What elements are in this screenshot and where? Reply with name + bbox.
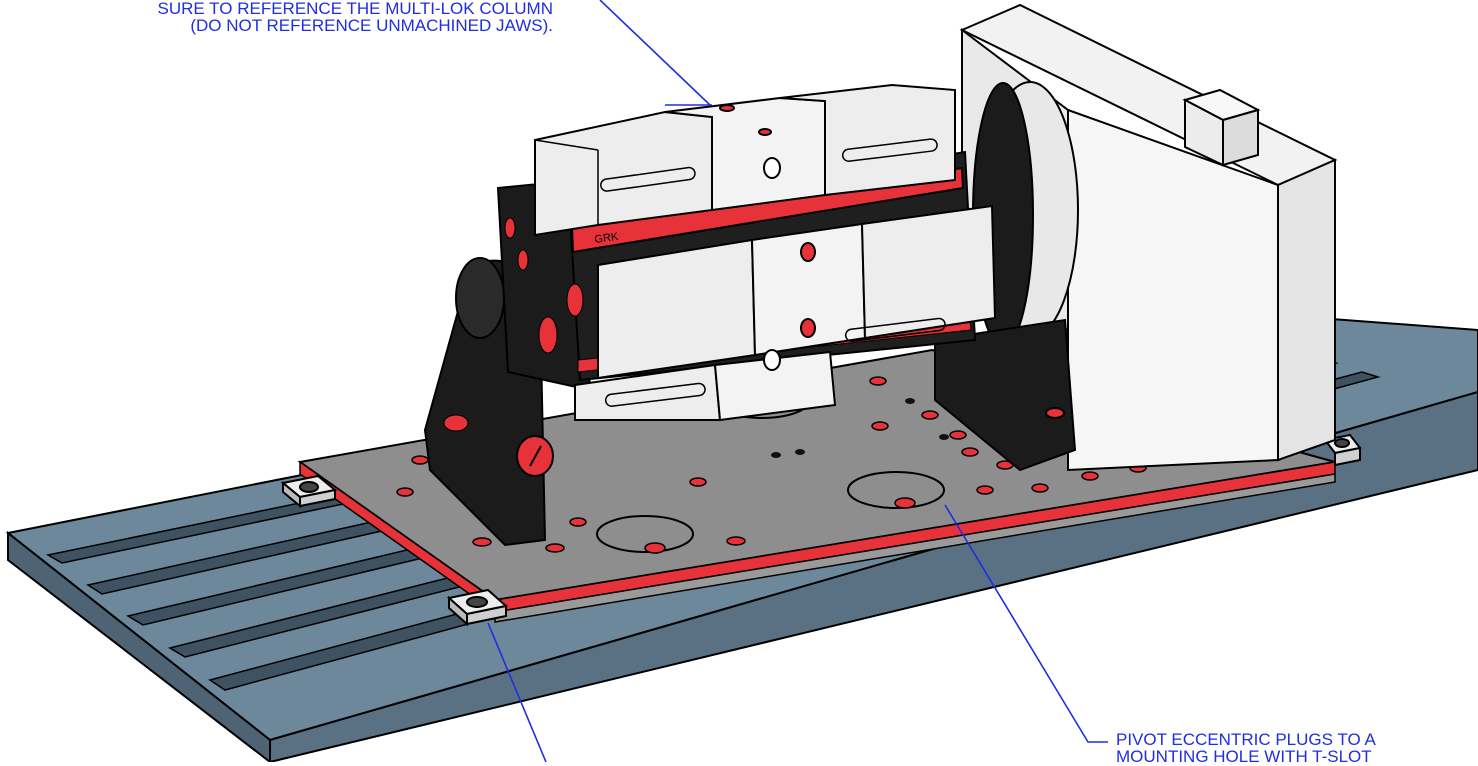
plate-bore	[596, 515, 694, 553]
tailstock-logo	[443, 414, 469, 432]
table-front-face	[7, 530, 271, 762]
callout-reference-column-line2: (DO NOT REFERENCE UNMACHINED JAWS).	[190, 16, 553, 35]
leader-lines	[487, 0, 1108, 762]
jaw	[779, 83, 956, 197]
plate-bore	[847, 471, 945, 509]
jaw	[597, 238, 757, 380]
callout-reference-column: SURE TO REFERENCE THE MULTI-LOK COLUMN(D…	[0, 0, 553, 34]
indexer-side	[1277, 158, 1336, 462]
indexer-base	[934, 318, 1077, 472]
plate-plugs	[396, 376, 1147, 554]
leader-right	[944, 504, 1108, 743]
tailstock-knob-slot	[529, 445, 542, 467]
leader-bottom	[487, 622, 547, 762]
indexer-cap-side	[1222, 108, 1259, 167]
callout-eccentric-plugs-line1: PIVOT ECCENTRIC PLUGS TO A	[1116, 730, 1376, 749]
plate-small-holes	[771, 398, 949, 458]
leader-top	[599, 0, 711, 106]
column-logo: GRK	[594, 231, 620, 246]
clamp-block	[280, 474, 338, 509]
tailstock-pivot	[455, 257, 505, 339]
indexer-base-plug	[1045, 407, 1065, 419]
top-jaws	[534, 83, 956, 237]
jaw	[860, 204, 997, 340]
multi-lok-column: GRK	[496, 83, 997, 422]
bottom-jaws	[574, 204, 997, 422]
clamp-block	[446, 588, 509, 627]
callout-eccentric-plugs-line2: MOUNTING HOLE WITH T-SLOT	[1116, 747, 1372, 766]
callout-reference-column-line1: SURE TO REFERENCE THE MULTI-LOK COLUMN	[157, 0, 553, 18]
eccentric-clamps	[280, 433, 1362, 627]
jaw	[713, 350, 837, 422]
rotary-indexer	[934, 3, 1338, 472]
